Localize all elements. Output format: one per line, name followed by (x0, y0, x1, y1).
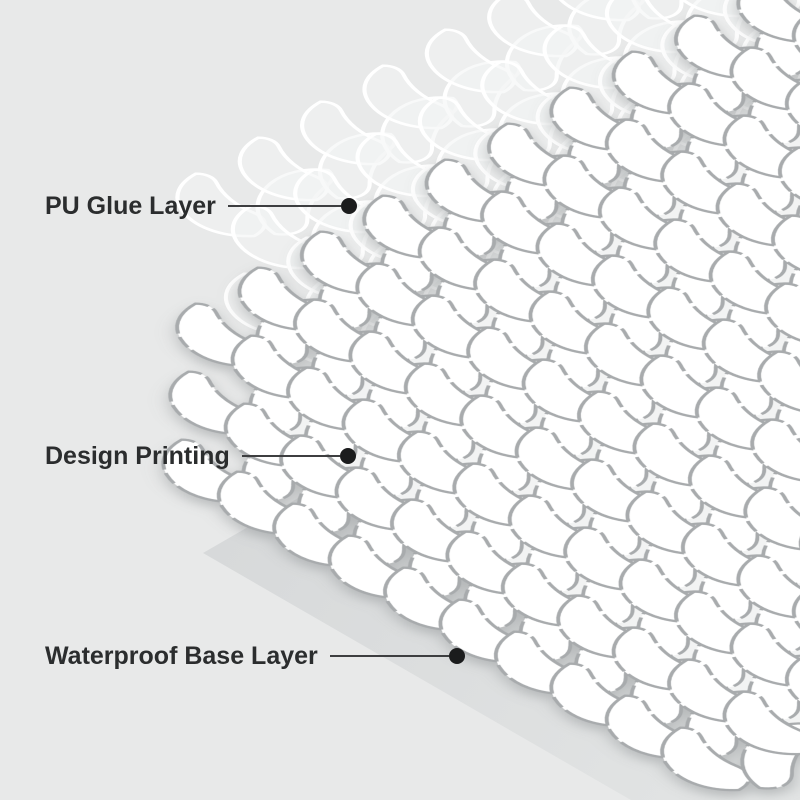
leader-dot (449, 648, 465, 664)
leader-dot (341, 198, 357, 214)
label-waterproof-base-layer: Waterproof Base Layer (45, 641, 318, 670)
callout-waterproof-base-layer: Waterproof Base Layer (45, 637, 465, 675)
label-pu-glue-layer: PU Glue Layer (45, 191, 216, 220)
callout-pu-glue-layer: PU Glue Layer (45, 187, 357, 225)
callout-design-printing: Design Printing (45, 437, 356, 475)
leader-dot (340, 448, 356, 464)
label-design-printing: Design Printing (45, 441, 230, 470)
leader-line (241, 455, 340, 457)
design-printing-sheet (143, 0, 800, 800)
leader-line (329, 655, 449, 657)
leader-line (227, 205, 341, 207)
